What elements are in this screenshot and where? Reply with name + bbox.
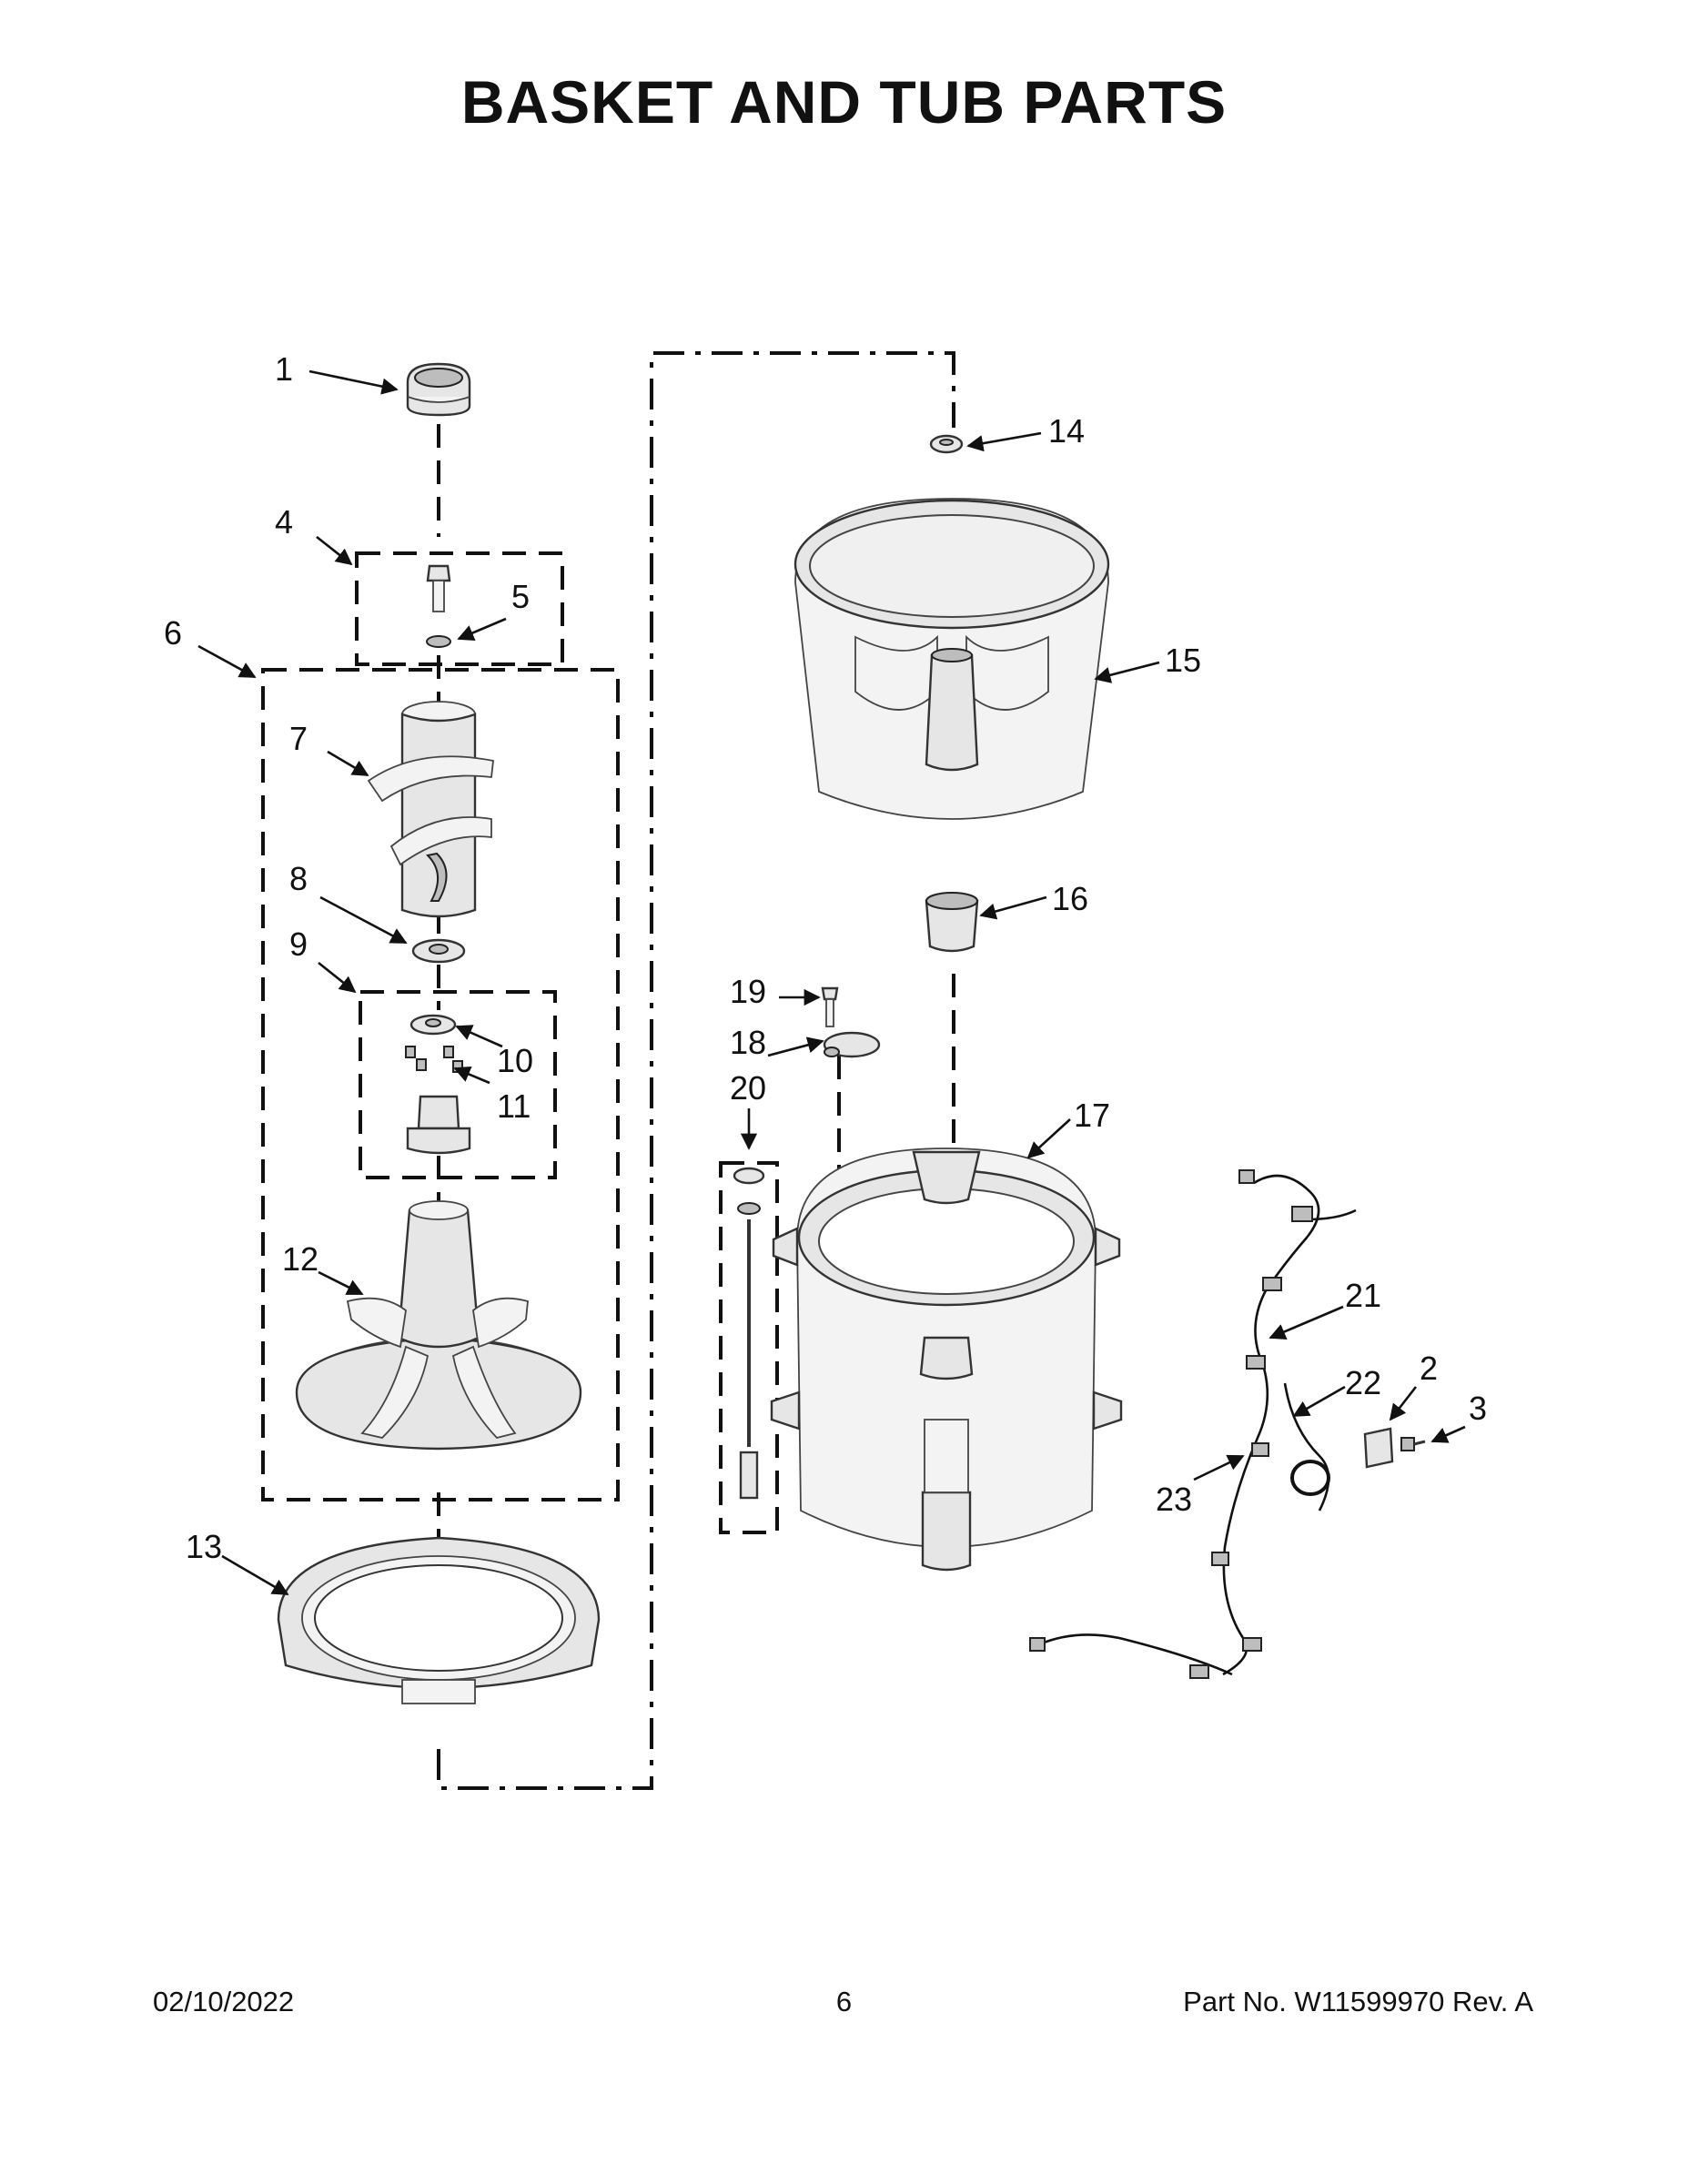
leader-3 bbox=[1430, 1425, 1466, 1443]
bolt-part-4 bbox=[426, 564, 451, 648]
impeller-part-12 bbox=[295, 1200, 582, 1451]
callout-12: 12 bbox=[282, 1240, 318, 1278]
page-title: BASKET AND TUB PARTS bbox=[460, 68, 1228, 136]
tub-ring-part-13 bbox=[277, 1536, 601, 1704]
callout-22: 22 bbox=[1345, 1364, 1381, 1401]
callout-9: 9 bbox=[289, 925, 308, 963]
leader-16 bbox=[979, 895, 1047, 920]
leader-11 bbox=[453, 1066, 490, 1085]
callout-21: 21 bbox=[1345, 1277, 1381, 1314]
leader-23 bbox=[1193, 1454, 1245, 1481]
leader-9 bbox=[318, 961, 357, 994]
leader-10 bbox=[455, 1025, 503, 1048]
clutch-part-10 bbox=[409, 1014, 457, 1036]
auger-part-7 bbox=[367, 701, 494, 918]
leader-12 bbox=[318, 1270, 364, 1296]
callout-10: 10 bbox=[497, 1042, 533, 1079]
callout-13: 13 bbox=[186, 1528, 222, 1565]
leader-13 bbox=[221, 1554, 289, 1596]
drive-hub-part-9 bbox=[406, 1095, 471, 1155]
drive-bell-part-8 bbox=[411, 938, 466, 964]
sensor-part-22 bbox=[1283, 1382, 1330, 1512]
callout-4: 4 bbox=[275, 503, 293, 541]
callout-5: 5 bbox=[511, 578, 530, 615]
footer-page-number: 6 bbox=[835, 1986, 853, 2017]
leader-1 bbox=[308, 369, 399, 395]
callout-6: 6 bbox=[164, 614, 182, 652]
callout-17: 17 bbox=[1074, 1097, 1110, 1134]
leader-5 bbox=[457, 617, 507, 641]
callout-20: 20 bbox=[730, 1069, 766, 1107]
callout-23: 23 bbox=[1156, 1481, 1192, 1518]
leader-17 bbox=[1026, 1118, 1071, 1159]
leader-14 bbox=[966, 431, 1042, 452]
leader-2 bbox=[1389, 1386, 1418, 1421]
callout-14: 14 bbox=[1048, 412, 1085, 450]
callout-8: 8 bbox=[289, 860, 308, 897]
screw-part-19 bbox=[821, 986, 839, 1027]
leader-4 bbox=[316, 535, 353, 566]
callout-2: 2 bbox=[1420, 1350, 1438, 1387]
connector-line bbox=[437, 351, 955, 1790]
callout-19: 19 bbox=[730, 973, 766, 1010]
bracket-part-2 bbox=[1363, 1427, 1394, 1469]
callout-7: 7 bbox=[289, 720, 308, 757]
wiring-harness-part-21 bbox=[1029, 1169, 1357, 1679]
group-box-9 bbox=[359, 990, 557, 1179]
filter-assembly-part-20 bbox=[733, 1167, 765, 1500]
leader-6 bbox=[197, 644, 257, 679]
outer-tub-part-17 bbox=[770, 1148, 1123, 1572]
clips-part-11 bbox=[405, 1046, 463, 1073]
leader-8 bbox=[319, 895, 408, 945]
callout-1: 1 bbox=[275, 350, 293, 388]
callout-3: 3 bbox=[1469, 1390, 1487, 1427]
cap-part-1 bbox=[406, 362, 471, 417]
footer-date: 02/10/2022 bbox=[153, 1986, 295, 2017]
nut-part-14 bbox=[929, 434, 964, 454]
group-box-4 bbox=[355, 551, 564, 666]
callout-16: 16 bbox=[1052, 880, 1088, 917]
screw-part-3 bbox=[1400, 1437, 1426, 1451]
footer-part-number: Part No. W11599970 Rev. A bbox=[1183, 1986, 1533, 2017]
callout-15: 15 bbox=[1165, 642, 1201, 679]
group-box-20 bbox=[719, 1161, 779, 1534]
callout-18: 18 bbox=[730, 1024, 766, 1061]
leader-21 bbox=[1269, 1305, 1344, 1340]
leader-7 bbox=[327, 750, 369, 777]
leader-22 bbox=[1292, 1385, 1346, 1418]
basket-part-15 bbox=[793, 498, 1110, 820]
callout-11: 11 bbox=[497, 1087, 531, 1125]
bearing-part-16 bbox=[925, 892, 979, 953]
cover-part-18 bbox=[823, 1031, 881, 1058]
leader-15 bbox=[1094, 661, 1160, 683]
leader-18 bbox=[767, 1036, 824, 1057]
